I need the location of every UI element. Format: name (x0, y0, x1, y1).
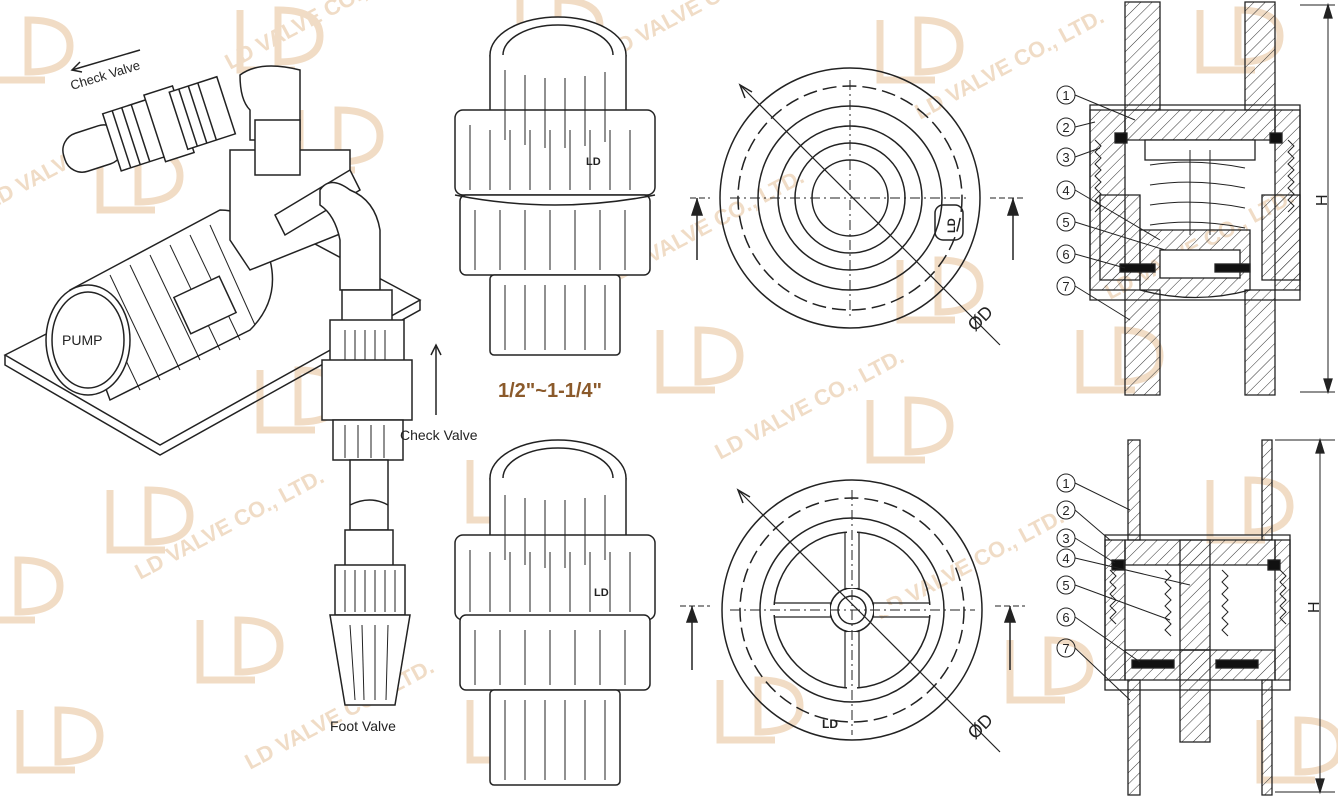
svg-text:4: 4 (1062, 551, 1069, 566)
svg-text:4: 4 (1062, 183, 1069, 198)
discharge-elbow (319, 181, 381, 291)
svg-text:3: 3 (1062, 531, 1069, 546)
callout-2: 2 (1056, 117, 1096, 137)
suction-pipe (349, 459, 389, 531)
svg-text:7: 7 (1062, 279, 1069, 294)
front-view-top (690, 67, 1025, 346)
riser-check-valve-top (329, 319, 405, 366)
callout-7: 7 (1056, 638, 1131, 701)
section-callouts-top: 1 2 3 4 5 6 7 (1056, 85, 1166, 321)
svg-text:1: 1 (1062, 88, 1069, 103)
front-view-logo: LD (946, 218, 958, 233)
height-label-bottom: H (1306, 601, 1323, 613)
callout-4: 4 (1056, 548, 1191, 586)
base-plate-edge (4, 300, 421, 456)
svg-text:6: 6 (1062, 610, 1069, 625)
pump-assembly-illustration (3, 49, 442, 706)
front-view-bottom (680, 479, 1025, 753)
svg-text:2: 2 (1062, 120, 1069, 135)
label-check-valve: Check Valve (400, 427, 478, 443)
svg-text:5: 5 (1062, 578, 1069, 593)
motor-end-cap (45, 284, 131, 396)
valve-side-view-top (454, 16, 656, 356)
top-check-valve (62, 75, 237, 173)
label-pump: PUMP (62, 332, 102, 348)
label-foot-valve: Foot Valve (330, 718, 396, 734)
foot-valve-nut (334, 564, 406, 616)
section-view-bottom (1104, 437, 1335, 796)
svg-text:6: 6 (1062, 247, 1069, 262)
section-callouts-bottom: 1 2 3 4 5 6 7 (1056, 473, 1191, 701)
size-range-label: 1/2"~1-1/4" (498, 380, 602, 402)
section-view-top (1089, 1, 1335, 396)
flow-arrow-top (71, 49, 141, 71)
upper-pipe (254, 119, 301, 176)
callout-1: 1 (1056, 473, 1131, 511)
callout-3: 3 (1056, 147, 1101, 167)
svg-text:2: 2 (1062, 503, 1069, 518)
motor-end-cap-inner (51, 291, 125, 389)
valve-side-view-bottom (454, 439, 656, 786)
foot-valve-strainer (329, 614, 411, 706)
callout-7: 7 (1056, 276, 1131, 321)
svg-text:7: 7 (1062, 641, 1069, 656)
foot-valve-connector (344, 529, 394, 571)
svg-text:1: 1 (1062, 476, 1069, 491)
front-view-logo-bottom: LD (822, 717, 838, 731)
callout-5: 5 (1056, 212, 1166, 251)
callout-3: 3 (1056, 528, 1116, 564)
side-view-logo-bottom: LD (594, 587, 609, 599)
callout-6: 6 (1056, 244, 1126, 269)
callout-1: 1 (1056, 85, 1136, 121)
terminal-box (172, 275, 238, 335)
diameter-label-bottom: ØD (964, 710, 997, 743)
watermark-text: LD VALVE CO., LTD. (131, 464, 328, 585)
riser-check-valve-body (321, 359, 413, 421)
callout-4: 4 (1056, 180, 1161, 241)
callout-5: 5 (1056, 575, 1171, 621)
svg-text:5: 5 (1062, 215, 1069, 230)
svg-text:3: 3 (1062, 150, 1069, 165)
height-label-top: H (1314, 194, 1331, 206)
callout-6: 6 (1056, 607, 1141, 663)
watermark-text: LD VALVE CO., LTD. (601, 0, 798, 64)
riser-check-valve-bottom (332, 419, 404, 461)
callout-2: 2 (1056, 500, 1111, 541)
side-view-logo: LD (586, 156, 601, 168)
